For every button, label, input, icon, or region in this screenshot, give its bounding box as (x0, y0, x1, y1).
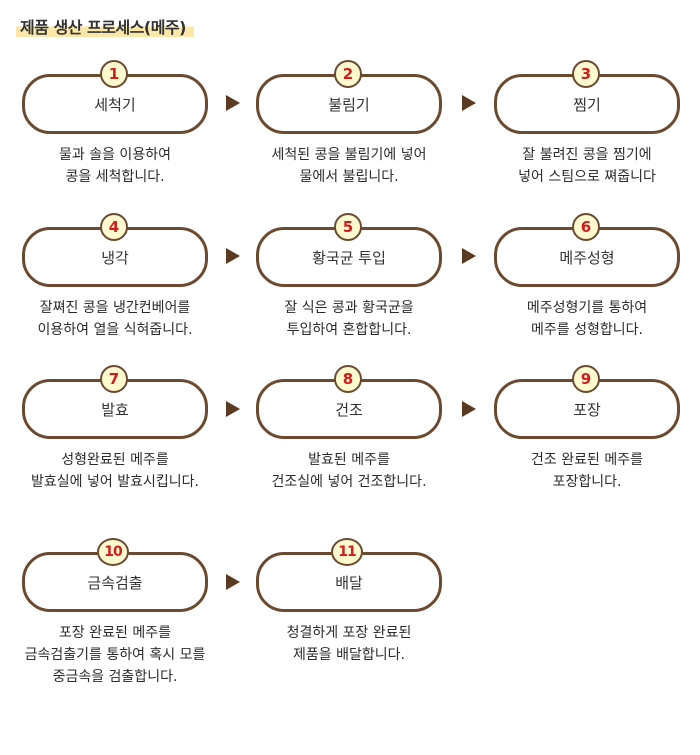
step-number: 6 (572, 213, 600, 241)
step-description: 메주성형기를 통하여 메주를 성형합니다. (526, 300, 648, 338)
arrow-right-icon (462, 95, 476, 111)
step-number: 1 (100, 60, 128, 88)
step-description: 잘 식은 콩과 황국균을 투입하여 혼합합니다. (284, 300, 414, 338)
step-description: 발효된 메주를 건조실에 넣어 건조합니다. (271, 452, 427, 490)
arrow-right-icon (226, 574, 240, 590)
step-description: 잘 불려진 콩을 찜기에 넣어 스팀으로 쪄줍니다 (518, 147, 656, 185)
step-description: 물과 솔을 이용하여 콩을 세척합니다. (59, 147, 171, 185)
arrow-right-icon (226, 248, 240, 264)
step-number: 2 (334, 60, 362, 88)
step-number: 11 (331, 538, 363, 566)
step-number: 9 (572, 365, 600, 393)
step-number: 5 (334, 213, 362, 241)
step-number: 4 (100, 213, 128, 241)
step-number: 3 (572, 60, 600, 88)
step-description: 세척된 콩을 불림기에 넣어 물에서 불립니다. (271, 147, 427, 185)
title-wrap: 제품 생산 프로세스(메주) (16, 14, 194, 39)
step-box: 건조 (256, 379, 442, 439)
arrow-right-icon (462, 248, 476, 264)
arrow-right-icon (462, 401, 476, 417)
step-description: 건조 완료된 메주를 포장합니다. (531, 452, 643, 490)
step-description: 포장 완료된 메주를 금속검출기를 통하여 혹시 모를 중금속을 검출합니다. (24, 625, 206, 685)
step-number: 7 (100, 365, 128, 393)
step-description: 잘쪄진 콩을 냉간컨베어를 이용하여 열을 식혀줍니다. (37, 300, 193, 338)
step-number: 8 (334, 365, 362, 393)
page-title: 제품 생산 프로세스(메주) (16, 14, 194, 39)
arrow-right-icon (226, 95, 240, 111)
step-description: 성형완료된 메주를 발효실에 넣어 발효시킵니다. (31, 452, 199, 490)
step-number: 10 (97, 538, 129, 566)
arrow-right-icon (226, 401, 240, 417)
step-description: 청결하게 포장 완료된 제품을 배달합니다. (286, 625, 412, 663)
